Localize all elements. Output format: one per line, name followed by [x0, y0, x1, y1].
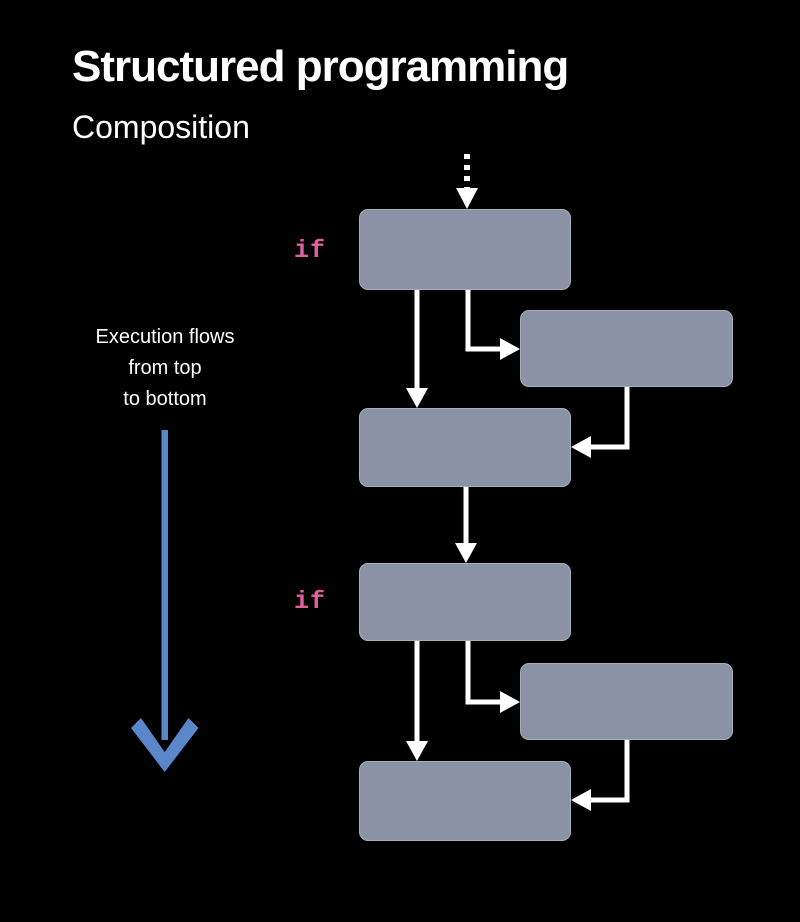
caption-line-3: to bottom [123, 388, 207, 410]
if-keyword-label-1: if [294, 236, 327, 265]
flow-block-if-condition-1 [359, 209, 571, 290]
caption-line-1: Execution flows [95, 326, 235, 348]
execution-direction-arrow [131, 430, 199, 772]
flow-block-join-1 [359, 408, 571, 487]
flow-block-join-2 [359, 761, 571, 841]
connector-if2-to-branch2 [465, 641, 520, 713]
caption-line-2: from top [128, 357, 202, 379]
connector-if2-to-join2 [406, 641, 428, 761]
if-keyword-label-2: if [294, 587, 327, 616]
connector-if1-to-branch1 [465, 290, 520, 360]
page-subtitle: Composition [72, 109, 250, 145]
page-title: Structured programming [72, 42, 569, 91]
execution-flow-caption: Execution flows from top to bottom [62, 322, 268, 415]
connector-if1-to-join1 [406, 290, 428, 408]
connector-branch1-to-join1 [571, 387, 630, 458]
entry-connector-dotted [456, 154, 478, 209]
flow-block-if-condition-2 [359, 563, 571, 641]
connector-join1-to-if2 [455, 487, 477, 563]
flow-block-if-branch-2 [520, 663, 733, 740]
flow-block-if-branch-1 [520, 310, 733, 387]
connector-branch2-to-join2 [571, 740, 630, 811]
